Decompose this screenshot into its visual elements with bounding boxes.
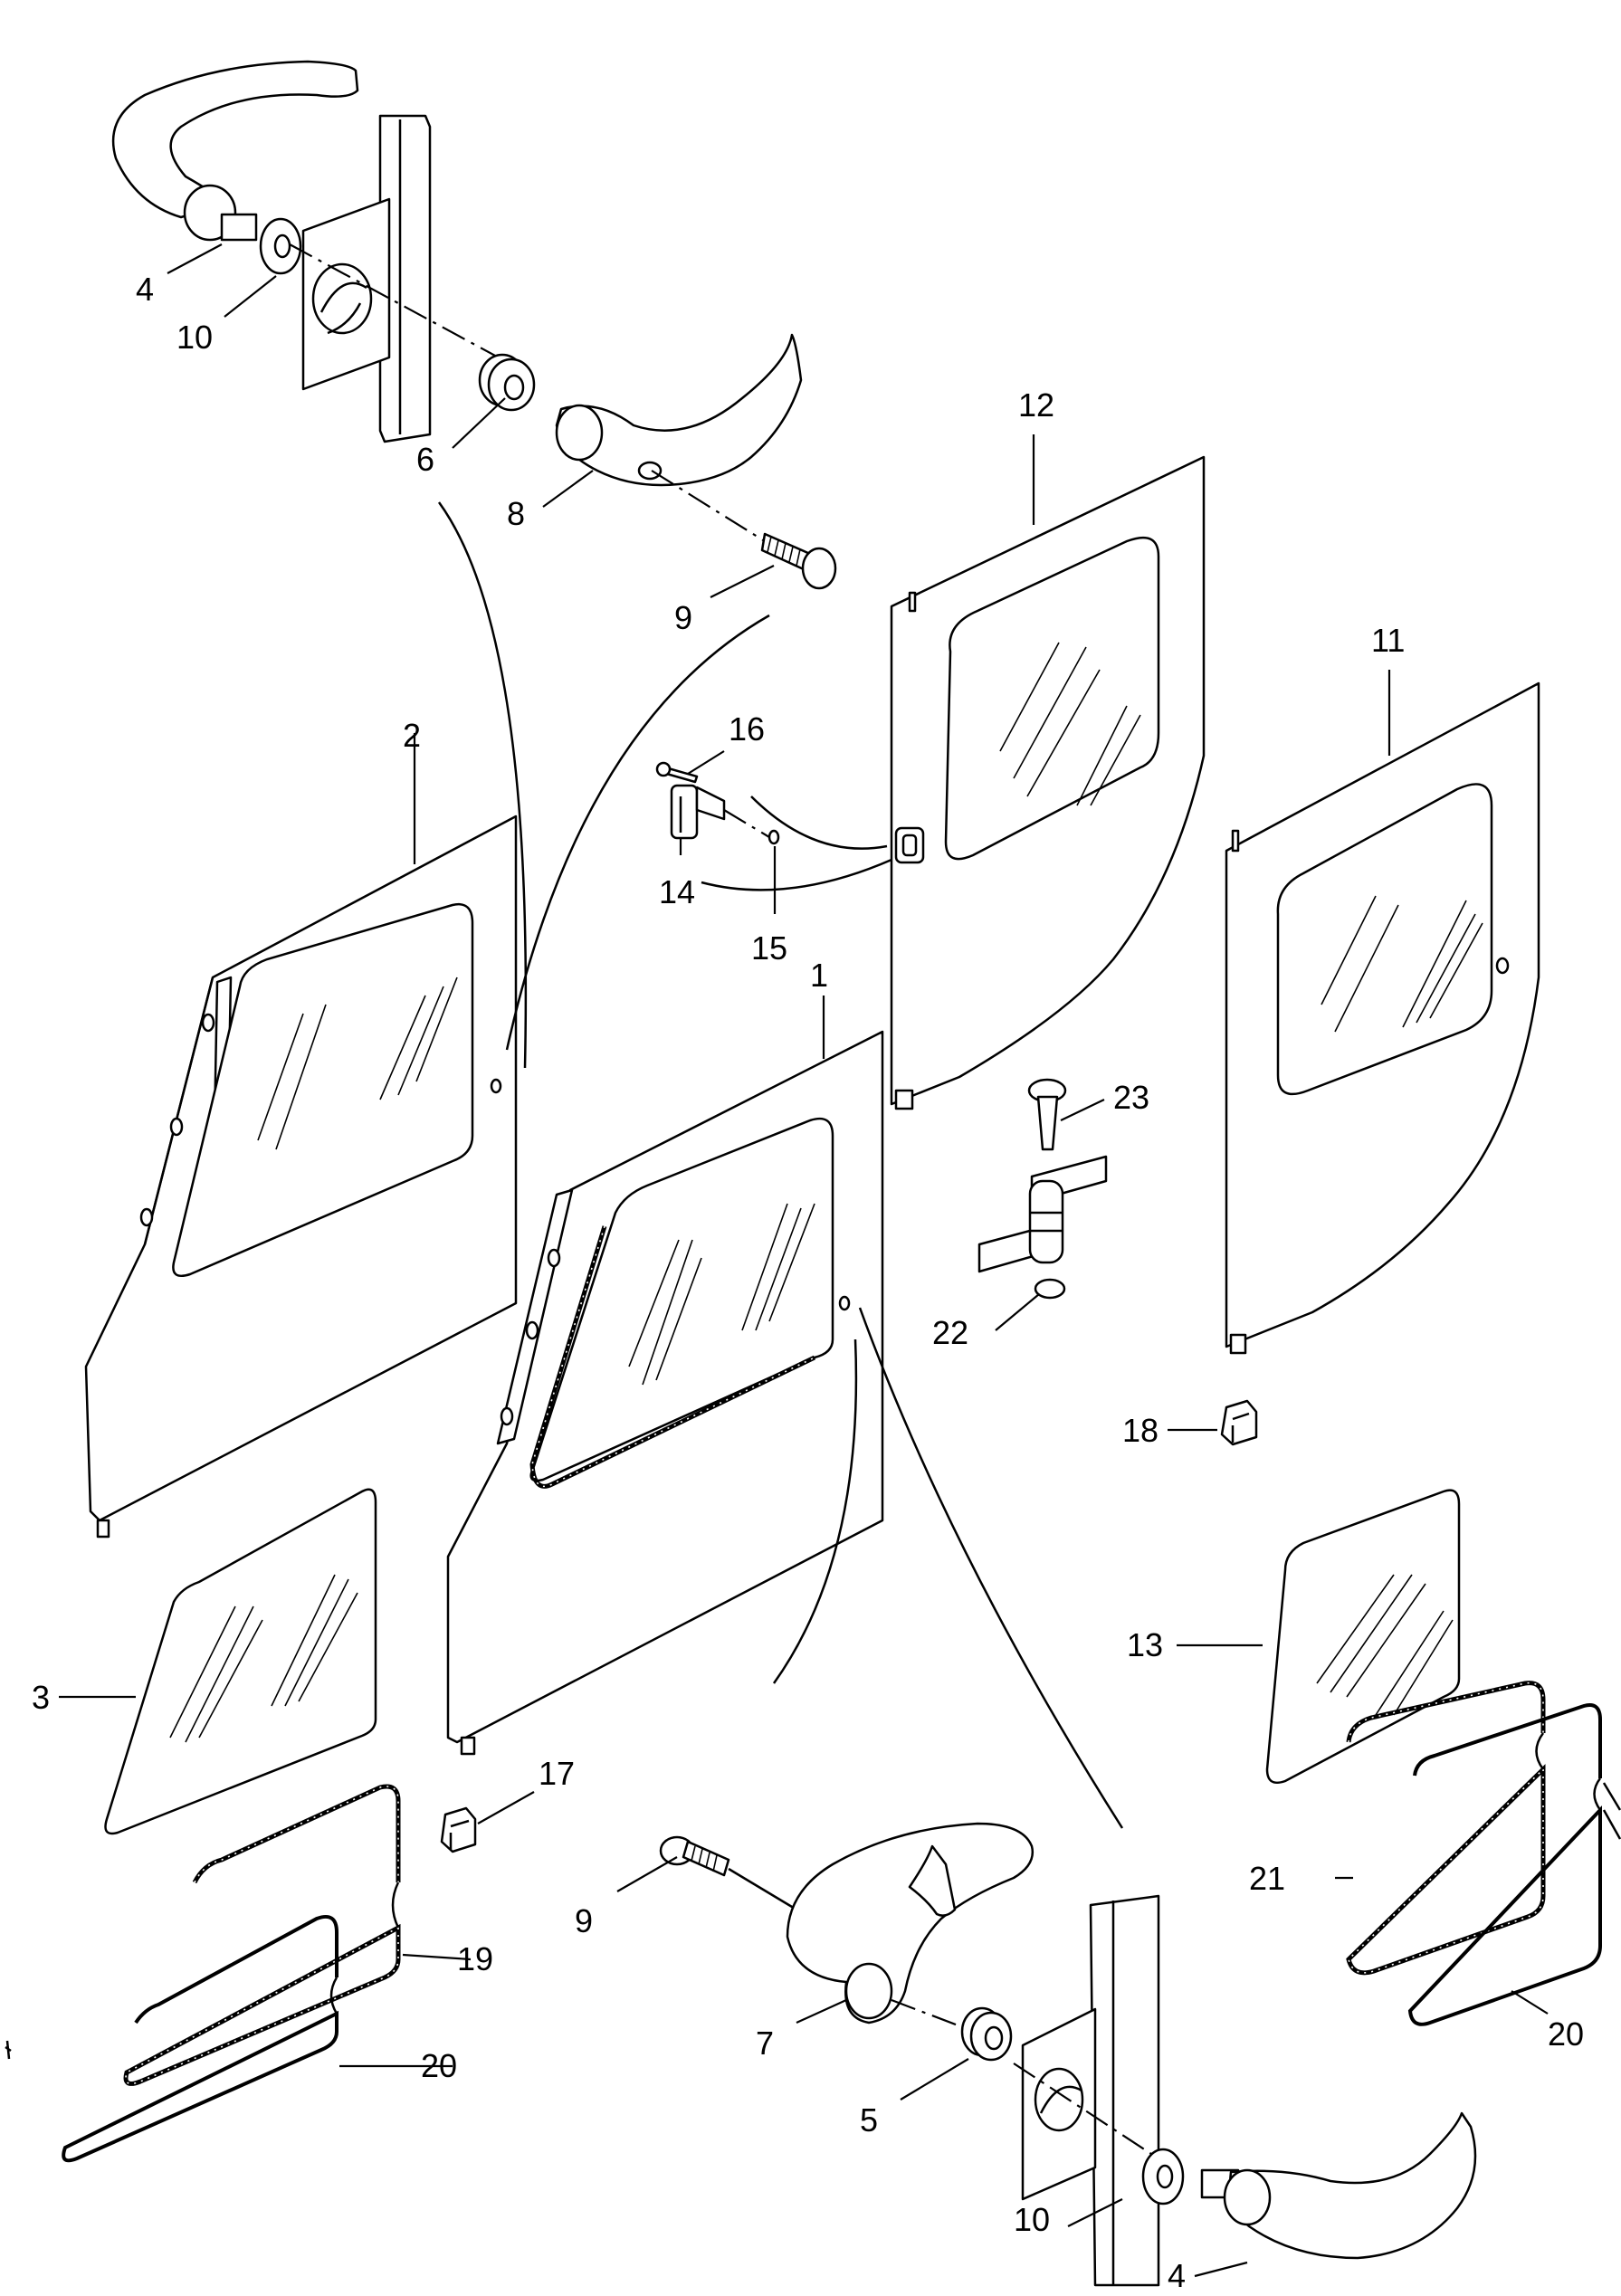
upper-washer-10: [259, 217, 302, 275]
label-8: 8: [507, 495, 525, 532]
hinge-14: [670, 784, 726, 840]
label-10-lower: 10: [1014, 2201, 1050, 2238]
upper-inner-handle-8: [555, 333, 803, 487]
clip-18: [1220, 1399, 1258, 1446]
label-5: 5: [860, 2101, 878, 2139]
door-11: [1225, 681, 1540, 1355]
label-14: 14: [659, 873, 695, 910]
lower-axis-line-a: [891, 1998, 987, 2038]
gasket-19: [123, 1784, 401, 2086]
label-2: 2: [403, 717, 421, 754]
upper-screw-9: [760, 532, 837, 590]
lower-axis-line-b: [1013, 2063, 1187, 2177]
glass-3: [104, 1488, 377, 1835]
label-13: 13: [1127, 1626, 1163, 1663]
label-17: 17: [539, 1755, 575, 1792]
hinge-pin-15: [723, 809, 780, 845]
label-9-upper: 9: [674, 599, 692, 636]
lower-screw-line: [728, 1867, 797, 1911]
lower-inner-handle-7: [786, 1822, 1035, 2024]
hinge-assembly-22: [977, 1155, 1108, 1300]
label-3: 3: [32, 1679, 50, 1716]
hinge-pin-23: [1027, 1078, 1067, 1151]
lower-washer-10: [1141, 2148, 1185, 2205]
lower-screw-9: [659, 1835, 730, 1877]
door-1: [446, 1030, 884, 1756]
label-4-lower: 4: [1168, 2257, 1186, 2291]
label-23: 23: [1113, 1079, 1149, 1116]
label-10-upper: 10: [176, 319, 213, 356]
label-18: 18: [1122, 1412, 1159, 1449]
gasket-21: [1346, 1681, 1546, 1976]
clip-17: [440, 1806, 477, 1853]
door-2: [84, 815, 518, 1539]
label-22: 22: [932, 1314, 968, 1351]
label-20-right: 20: [1548, 2015, 1584, 2053]
label-12: 12: [1018, 386, 1054, 424]
reference-arcs: [437, 501, 1124, 1829]
label-7: 7: [756, 2024, 774, 2062]
label-19: 19: [457, 1940, 493, 1977]
label-15: 15: [751, 929, 787, 967]
lower-door-post: [1021, 1894, 1160, 2287]
label-1: 1: [810, 957, 828, 994]
hinge-pin-16: [655, 761, 699, 784]
label-16: 16: [729, 710, 765, 748]
gasket-20-left: [62, 1914, 339, 2163]
label-20-left: 20: [421, 2047, 457, 2084]
leader-lines: [59, 243, 1549, 2278]
margin-mark: [5, 2040, 12, 2060]
upper-outer-handle-4: [111, 60, 359, 242]
gasket-20-right: [1407, 1703, 1621, 2026]
label-11: 11: [1371, 622, 1405, 659]
upper-door-post: [301, 114, 432, 443]
lower-spring-5: [960, 2006, 1013, 2062]
label-6: 6: [416, 441, 434, 478]
label-21: 21: [1249, 1860, 1285, 1897]
label-4-upper: 4: [136, 271, 154, 308]
lower-outer-handle-4: [1200, 2111, 1477, 2260]
door-12: [890, 455, 1206, 1110]
glass-13: [1265, 1489, 1461, 1785]
label-9-lower: 9: [575, 1902, 593, 1939]
upper-spring-6: [478, 353, 536, 412]
part-labels: 4 10 6 8 9 12 11 2 16 14 15 1 23 22 18 1…: [32, 271, 1584, 2294]
